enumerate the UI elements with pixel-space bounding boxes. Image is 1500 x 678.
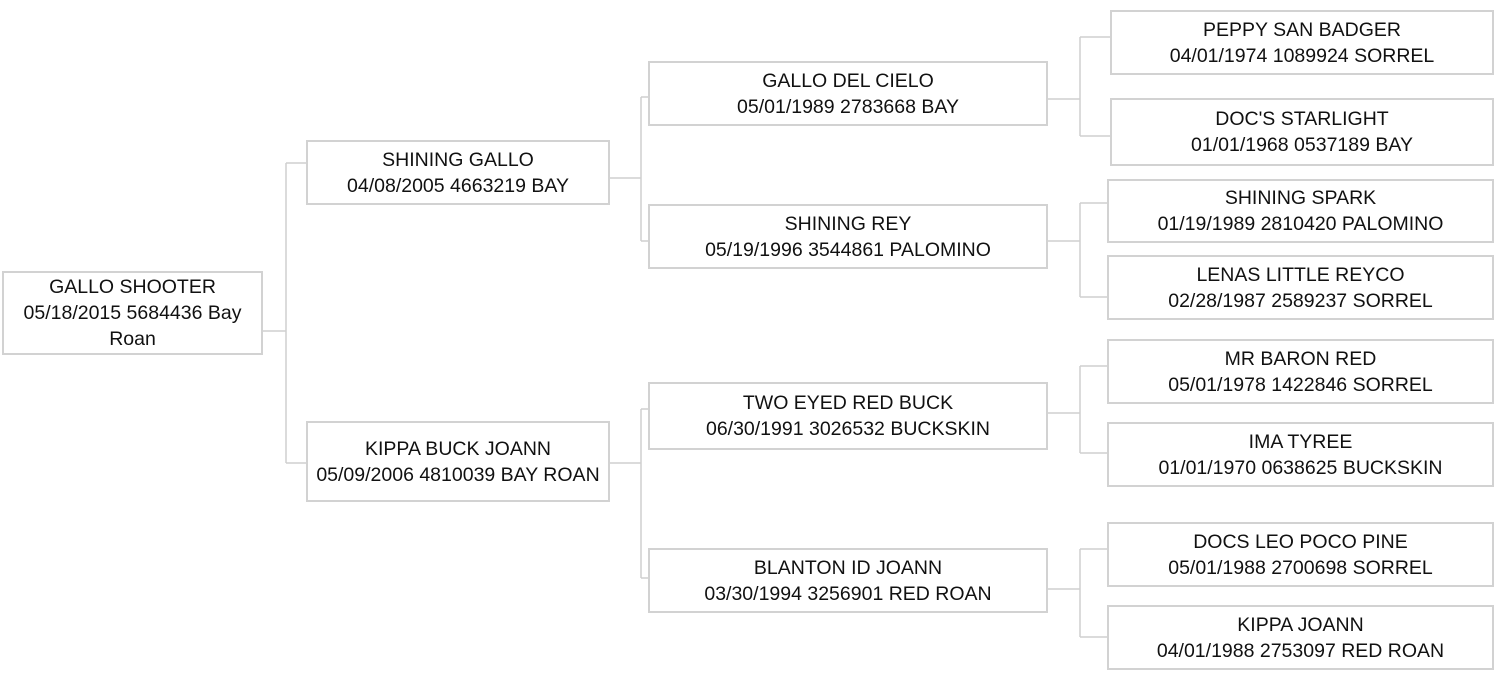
sire-sire-dam-box[interactable]: DOC'S STARLIGHT 01/01/1968 0537189 BAY xyxy=(1110,98,1494,166)
sire-dam-sire-box[interactable]: SHINING SPARK 01/19/1989 2810420 PALOMIN… xyxy=(1107,179,1494,243)
dam-dam-dam-details: 04/01/1988 2753097 RED ROAN xyxy=(1156,639,1445,662)
dam-dam-box[interactable]: BLANTON ID JOANN 03/30/1994 3256901 RED … xyxy=(648,548,1048,613)
dam-sire-dam-name: IMA TYREE xyxy=(1248,430,1353,453)
sire-sire-sire-box[interactable]: PEPPY SAN BADGER 04/01/1974 1089924 SORR… xyxy=(1110,10,1494,75)
dam-dam-sire-box[interactable]: DOCS LEO POCO PINE 05/01/1988 2700698 SO… xyxy=(1107,522,1494,587)
connector-self xyxy=(263,162,306,464)
sire-sire-sire-name: PEPPY SAN BADGER xyxy=(1203,18,1401,41)
horse-box[interactable]: GALLO SHOOTER 05/18/2015 5684436 Bay Roa… xyxy=(2,271,263,355)
dam-dam-details: 03/30/1994 3256901 RED ROAN xyxy=(704,582,992,605)
dam-sire-sire-box[interactable]: MR BARON RED 05/01/1978 1422846 SORREL xyxy=(1107,339,1494,404)
sire-dam-dam-name: LENAS LITTLE REYCO xyxy=(1196,263,1405,286)
dam-dam-name: BLANTON ID JOANN xyxy=(753,556,943,579)
dam-dam-sire-name: DOCS LEO POCO PINE xyxy=(1193,530,1408,553)
dam-sire-sire-details: 05/01/1978 1422846 SORREL xyxy=(1168,373,1433,396)
horse-name: GALLO SHOOTER xyxy=(49,276,216,298)
sire-dam-dam-box[interactable]: LENAS LITTLE REYCO 02/28/1987 2589237 SO… xyxy=(1107,255,1494,320)
horse-details: 05/18/2015 5684436 Bay Roan xyxy=(23,302,242,350)
connector-dam xyxy=(610,408,648,579)
sire-dam-details: 05/19/1996 3544861 PALOMINO xyxy=(705,238,991,261)
sire-name: SHINING GALLO xyxy=(382,148,534,171)
dam-sire-dam-details: 01/01/1970 0638625 BUCKSKIN xyxy=(1158,456,1443,479)
dam-box[interactable]: KIPPA BUCK JOANN 05/09/2006 4810039 BAY … xyxy=(306,421,610,502)
sire-sire-dam-details: 01/01/1968 0537189 BAY xyxy=(1191,134,1413,156)
sire-sire-name: GALLO DEL CIELO xyxy=(762,69,934,92)
dam-sire-dam-box[interactable]: IMA TYREE 01/01/1970 0638625 BUCKSKIN xyxy=(1107,422,1494,487)
sire-box[interactable]: SHINING GALLO 04/08/2005 4663219 BAY xyxy=(306,140,610,205)
dam-sire-details: 06/30/1991 3026532 BUCKSKIN xyxy=(705,418,991,440)
dam-name: KIPPA BUCK JOANN xyxy=(364,437,551,460)
connector-sire xyxy=(610,96,648,242)
sire-dam-name: SHINING REY xyxy=(784,212,912,235)
connector-dam-dam xyxy=(1048,548,1107,638)
sire-dam-dam-details: 02/28/1987 2589237 SORREL xyxy=(1168,289,1433,312)
sire-dam-box[interactable]: SHINING REY 05/19/1996 3544861 PALOMINO xyxy=(648,204,1048,269)
dam-dam-dam-box[interactable]: KIPPA JOANN 04/01/1988 2753097 RED ROAN xyxy=(1107,605,1494,670)
dam-dam-sire-details: 05/01/1988 2700698 SORREL xyxy=(1168,556,1433,579)
sire-details: 04/08/2005 4663219 BAY xyxy=(347,174,569,197)
dam-details: 05/09/2006 4810039 BAY ROAN xyxy=(316,463,600,486)
connector-sire-sire xyxy=(1048,36,1110,137)
sire-sire-sire-details: 04/01/1974 1089924 SORREL xyxy=(1169,44,1435,67)
sire-sire-dam-name: DOC'S STARLIGHT xyxy=(1215,108,1389,130)
connector-sire-dam xyxy=(1048,202,1107,298)
sire-dam-sire-name: SHINING SPARK xyxy=(1224,187,1377,209)
sire-sire-box[interactable]: GALLO DEL CIELO 05/01/1989 2783668 BAY xyxy=(648,61,1048,126)
dam-sire-box[interactable]: TWO EYED RED BUCK 06/30/1991 3026532 BUC… xyxy=(648,382,1048,450)
dam-sire-sire-name: MR BARON RED xyxy=(1224,347,1377,370)
sire-sire-details: 05/01/1989 2783668 BAY xyxy=(737,95,959,118)
sire-dam-sire-details: 01/19/1989 2810420 PALOMINO xyxy=(1157,213,1444,235)
connector-dam-sire xyxy=(1048,365,1107,454)
dam-sire-name: TWO EYED RED BUCK xyxy=(742,392,954,414)
dam-dam-dam-name: KIPPA JOANN xyxy=(1237,613,1364,636)
